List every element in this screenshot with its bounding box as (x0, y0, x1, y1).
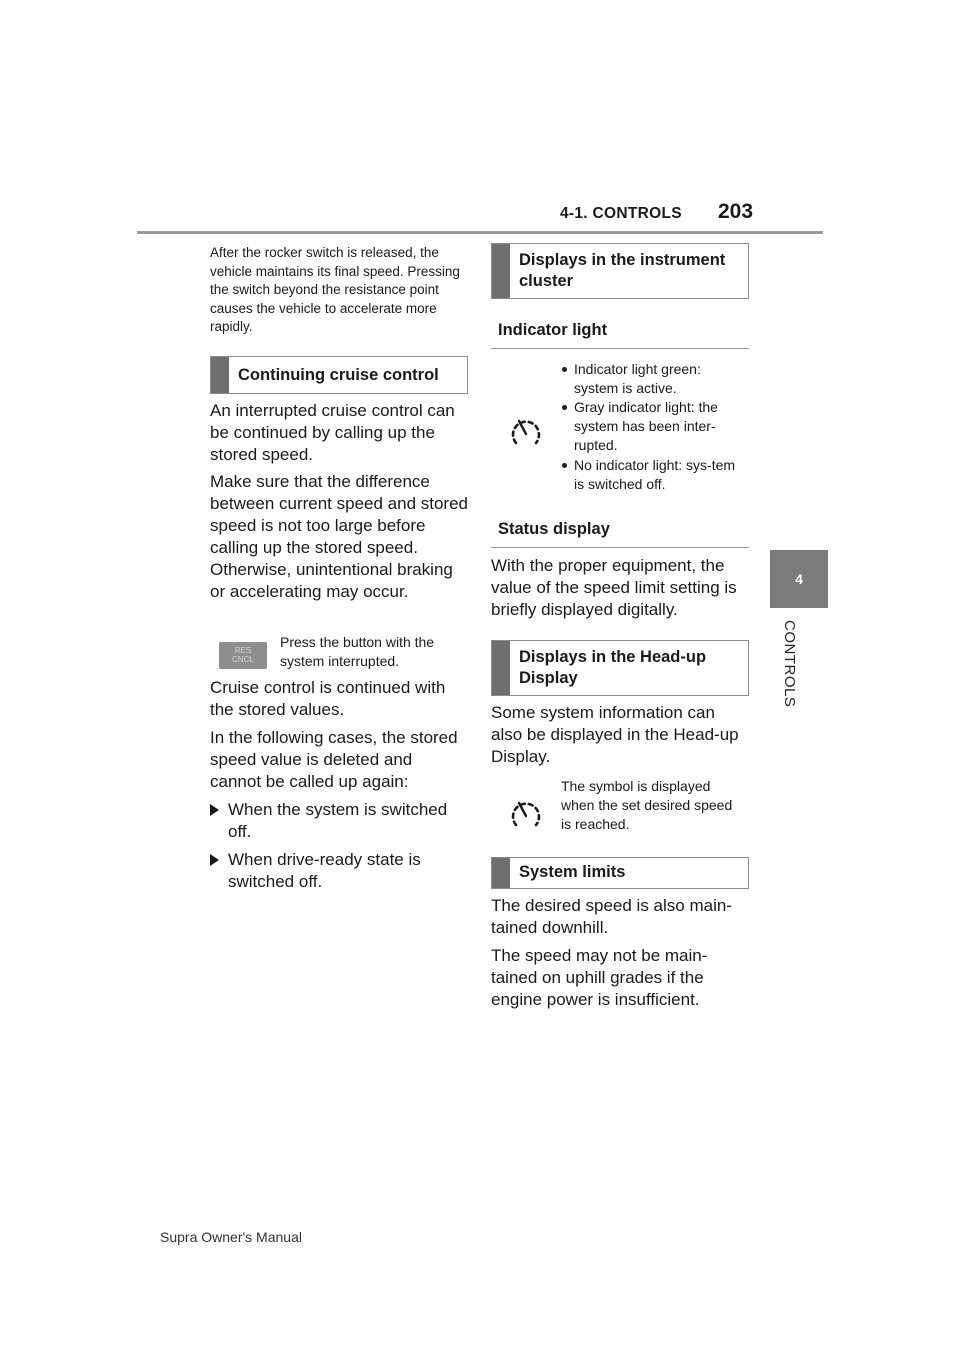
paragraph: The desired speed is also main-tained do… (491, 896, 732, 937)
page-number: 203 (718, 200, 754, 223)
chapter-tab[interactable]: 4 (770, 550, 828, 608)
footer-manual-title: Supra Owner's Manual (160, 1229, 302, 1245)
heading-text: Displays in the instrument cluster (519, 251, 726, 290)
speedometer-icon (508, 795, 544, 831)
list-item-text: Gray indicator light: the system has bee… (574, 399, 718, 453)
list-item-text: When drive-ready state is switched off. (228, 850, 421, 891)
paragraph: The speed may not be main-tained on uphi… (491, 946, 708, 1009)
speedometer-icon (508, 413, 544, 449)
heading-continuing-cruise-control: Continuing cruise control (210, 356, 468, 394)
chapter-label-text: CONTROLS (781, 620, 798, 708)
paragraph: Make sure that the difference between cu… (210, 472, 469, 601)
triangle-bullet-icon (210, 854, 219, 866)
triangle-bullet-icon (210, 804, 219, 816)
subheading-divider (491, 547, 749, 548)
heading-bar (492, 641, 510, 695)
button-caption: Press the button with the system interru… (280, 634, 435, 669)
heading-system-limits: System limits (491, 857, 749, 889)
paragraph: With the proper equipment, the value of … (491, 556, 737, 619)
button-label-line1: RES (234, 646, 252, 655)
bullet-dot-icon (562, 367, 567, 372)
chapter-label: CONTROLS (781, 620, 802, 730)
bullet-dot-icon (562, 405, 567, 410)
list-item-text: Indicator light green: system is active. (574, 361, 701, 396)
bullet-dot-icon (562, 463, 567, 468)
list-item: When drive-ready state is switched off. (210, 849, 468, 893)
paragraph: Some system information can also be disp… (491, 703, 739, 766)
list-item: No indicator light: sys-tem is switched … (562, 456, 747, 494)
paragraph: In the following cases, the stored speed… (210, 728, 458, 791)
heading-text: System limits (519, 863, 626, 881)
list-item-text: When the system is switched off. (228, 800, 448, 841)
heading-bar (492, 858, 510, 888)
paragraph: Cruise control is continued with the sto… (210, 678, 446, 719)
heading-text: Continuing cruise control (238, 366, 439, 384)
subheading-status-display: Status display (498, 520, 610, 538)
section-title: 4-1. CONTROLS (560, 205, 682, 222)
header-divider (137, 231, 823, 234)
heading-displays-instrument-cluster: Displays in the instrument cluster (491, 243, 749, 299)
heading-bar (211, 357, 229, 393)
subheading-divider (491, 348, 749, 349)
subheading-indicator-light: Indicator light (498, 321, 608, 339)
list-item-text: No indicator light: sys-tem is switched … (574, 457, 736, 492)
list-item: Indicator light green: system is active. (562, 360, 747, 398)
heading-displays-head-up: Displays in the Head-up Display (491, 640, 749, 696)
res-cncl-button[interactable]: RES CNCL (219, 642, 267, 669)
list-item: When the system is switched off. (210, 799, 468, 843)
paragraph: An interrupted cruise control can be con… (210, 401, 455, 464)
list-item: Gray indicator light: the system has bee… (562, 398, 747, 455)
button-label-line2: CNCL (232, 654, 254, 664)
intro-paragraph: After the rocker switch is released, the… (210, 245, 460, 334)
hud-symbol-caption: The symbol is displayed when the set des… (561, 778, 733, 832)
heading-text: Displays in the Head-up Display (519, 648, 707, 687)
heading-bar (492, 244, 510, 298)
